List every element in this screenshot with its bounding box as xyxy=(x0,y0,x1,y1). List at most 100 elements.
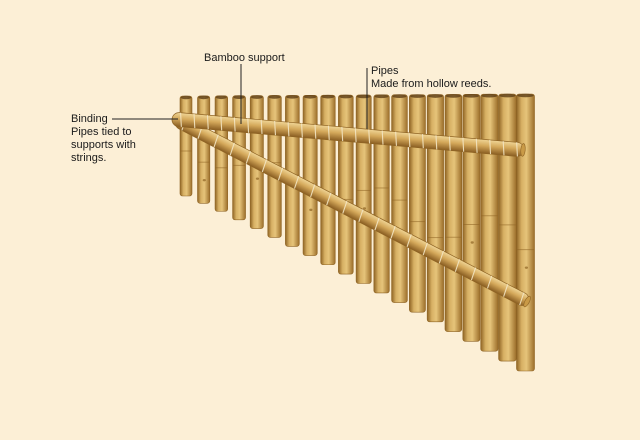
binding-string xyxy=(368,129,371,144)
bamboo-pipe xyxy=(409,94,426,313)
pipe-opening xyxy=(233,95,245,99)
bamboo-pipe xyxy=(426,94,444,323)
binding-string xyxy=(233,117,236,132)
binding-string xyxy=(435,135,438,150)
pipe-opening xyxy=(463,94,480,98)
bamboo-pipe xyxy=(444,94,463,332)
binding-string xyxy=(395,131,397,146)
pipe-body xyxy=(462,94,481,342)
pipe-body xyxy=(355,94,372,284)
pipe-opening xyxy=(445,94,461,98)
pipe-opening xyxy=(427,94,443,98)
pipe-opening xyxy=(286,95,299,99)
binding-string xyxy=(274,120,276,136)
pipe-body xyxy=(516,93,535,372)
pipe-body xyxy=(373,94,390,294)
diagonal-bamboo-support xyxy=(174,116,531,308)
pipe-opening xyxy=(410,94,425,98)
pipe-opening xyxy=(198,95,210,100)
support-rod-end xyxy=(520,143,526,157)
binding-string xyxy=(314,124,317,139)
binding-label-title: Binding xyxy=(71,113,108,125)
binding-string xyxy=(358,209,364,223)
pipe-opening xyxy=(481,93,498,98)
bamboo-pipe xyxy=(373,94,390,294)
binding-string xyxy=(489,139,492,155)
bamboo-pipe xyxy=(516,93,535,372)
binding-string xyxy=(260,119,263,134)
binding-string xyxy=(245,150,251,164)
bamboo-pipe xyxy=(302,94,318,256)
bamboo-support-label-title: Bamboo support xyxy=(204,52,285,64)
binding-string xyxy=(406,234,412,247)
pipe-spot xyxy=(470,241,474,244)
binding-string xyxy=(287,122,290,137)
bamboo-pipe xyxy=(355,94,372,284)
pipe-opening xyxy=(268,95,281,99)
pipe-opening xyxy=(321,94,335,99)
pipe-body xyxy=(409,94,426,313)
pipe-opening xyxy=(499,93,516,98)
binding-string xyxy=(354,128,357,143)
pipe-opening xyxy=(374,94,389,99)
pipes-label-description: Made from hollow reeds. xyxy=(371,78,492,90)
bamboo-pipe xyxy=(320,94,336,266)
pipe-body xyxy=(426,94,444,323)
bamboo-support-label: Bamboo support xyxy=(204,52,285,65)
binding-string xyxy=(503,284,509,297)
binding-string xyxy=(422,242,428,256)
binding-string xyxy=(390,225,396,239)
pipe-opening xyxy=(250,95,263,99)
binding-string xyxy=(462,137,465,152)
pipes-label-title: Pipes xyxy=(371,65,399,77)
binding-string xyxy=(277,167,284,181)
pipe-opening xyxy=(339,94,353,99)
pipe-opening xyxy=(356,94,371,99)
binding-label-description-line-3: strings. xyxy=(71,152,107,164)
binding-string xyxy=(438,250,444,264)
binding-string xyxy=(206,115,209,130)
binding-string xyxy=(193,113,196,129)
bamboo-pipe xyxy=(480,93,499,352)
binding-string xyxy=(326,192,332,206)
pipe-spot xyxy=(202,178,206,182)
pipe-body xyxy=(391,94,408,303)
binding-string xyxy=(301,123,303,138)
pipe-body xyxy=(197,95,211,204)
binding-string xyxy=(229,142,235,156)
binding-string xyxy=(519,292,525,306)
pipe-body xyxy=(302,94,318,256)
binding-label: Binding Pipes tied to supports with stri… xyxy=(71,113,136,165)
bamboo-pipe xyxy=(179,95,193,197)
pipe-body xyxy=(214,95,228,212)
support-rod xyxy=(174,116,531,308)
pipes-label: Pipes Made from hollow reeds. xyxy=(371,65,491,91)
binding-string xyxy=(247,118,250,133)
pipe-opening xyxy=(215,95,227,100)
pipe-opening xyxy=(303,94,317,99)
binding-string xyxy=(342,200,348,214)
bamboo-pipe xyxy=(391,94,408,303)
pipe-spot xyxy=(524,266,529,269)
binding-string xyxy=(470,267,477,281)
binding-string xyxy=(408,132,411,148)
pipe-body xyxy=(179,95,193,197)
pipe-body xyxy=(498,93,517,362)
binding-string xyxy=(502,141,505,156)
pipe-body xyxy=(320,94,336,266)
support-rod-end xyxy=(523,295,531,308)
binding-string xyxy=(448,136,451,151)
binding-string xyxy=(454,259,461,272)
binding-string xyxy=(381,130,384,145)
pipe-opening xyxy=(517,93,534,98)
binding-string xyxy=(213,134,219,148)
pipe-opening xyxy=(392,94,407,99)
binding-label-description-line-1: Pipes tied to xyxy=(71,126,132,138)
bamboo-pipe xyxy=(197,95,211,204)
pipe-body xyxy=(480,93,499,352)
binding-string xyxy=(220,116,223,131)
binding-string xyxy=(180,112,182,127)
binding-string xyxy=(374,217,380,231)
